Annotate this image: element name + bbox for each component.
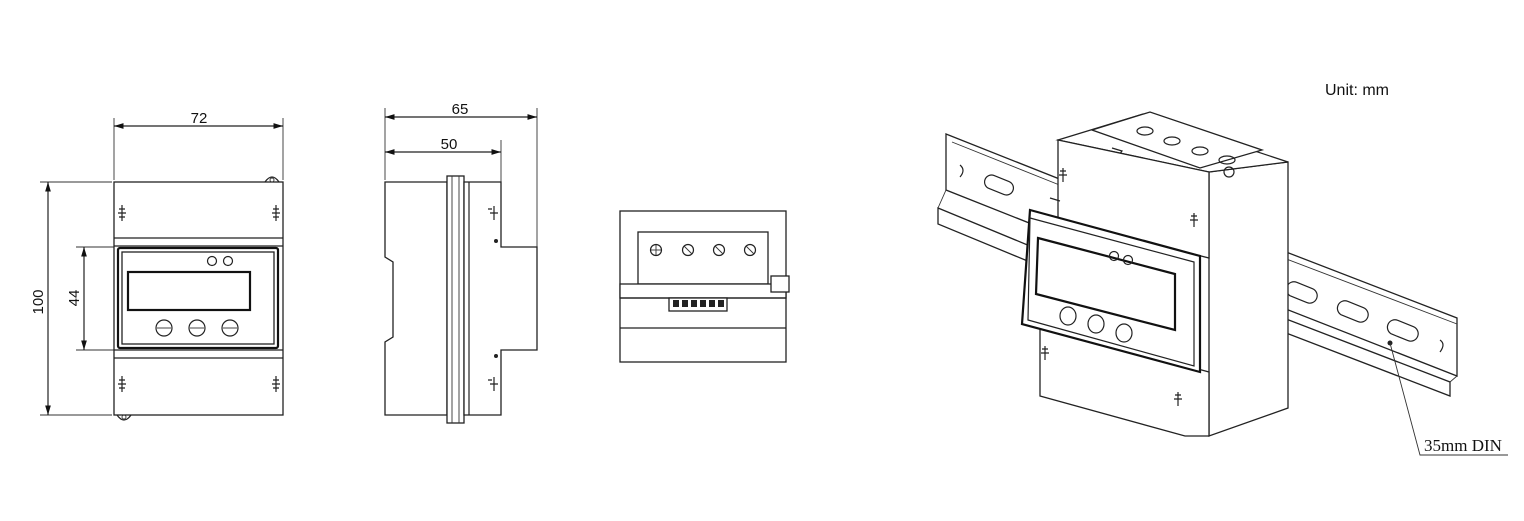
meter-body bbox=[1020, 111, 1289, 437]
rs485-connector-pins bbox=[673, 300, 724, 307]
front-buttons bbox=[155, 319, 239, 337]
led-icon bbox=[1122, 254, 1134, 266]
top-view bbox=[619, 210, 790, 363]
dim-depth-50: 50 bbox=[385, 136, 502, 182]
front-view: 72 100 44 bbox=[30, 110, 284, 421]
led-icon bbox=[222, 255, 234, 267]
isometric-view: Unit: mm bbox=[937, 82, 1508, 456]
dim-window-44: 44 bbox=[66, 246, 118, 351]
dim-width-72: 72 bbox=[113, 110, 284, 180]
rail-label: 35mm DIN bbox=[1424, 436, 1502, 455]
dim-label-50: 50 bbox=[441, 136, 458, 153]
side-view: 65 50 bbox=[384, 101, 538, 424]
dim-label-72: 72 bbox=[191, 110, 208, 127]
dim-height-100: 100 bbox=[30, 181, 112, 416]
terminal-screws bbox=[118, 205, 280, 392]
led-icon bbox=[1108, 250, 1120, 262]
led-icon bbox=[206, 255, 218, 267]
dim-label-65: 65 bbox=[452, 101, 469, 118]
unit-label: Unit: mm bbox=[1325, 82, 1389, 99]
din-rail-callout: 35mm DIN bbox=[1387, 340, 1508, 456]
dim-depth-65: 65 bbox=[384, 101, 538, 248]
dim-label-100: 100 bbox=[30, 289, 47, 314]
dim-label-44: 44 bbox=[66, 290, 83, 307]
